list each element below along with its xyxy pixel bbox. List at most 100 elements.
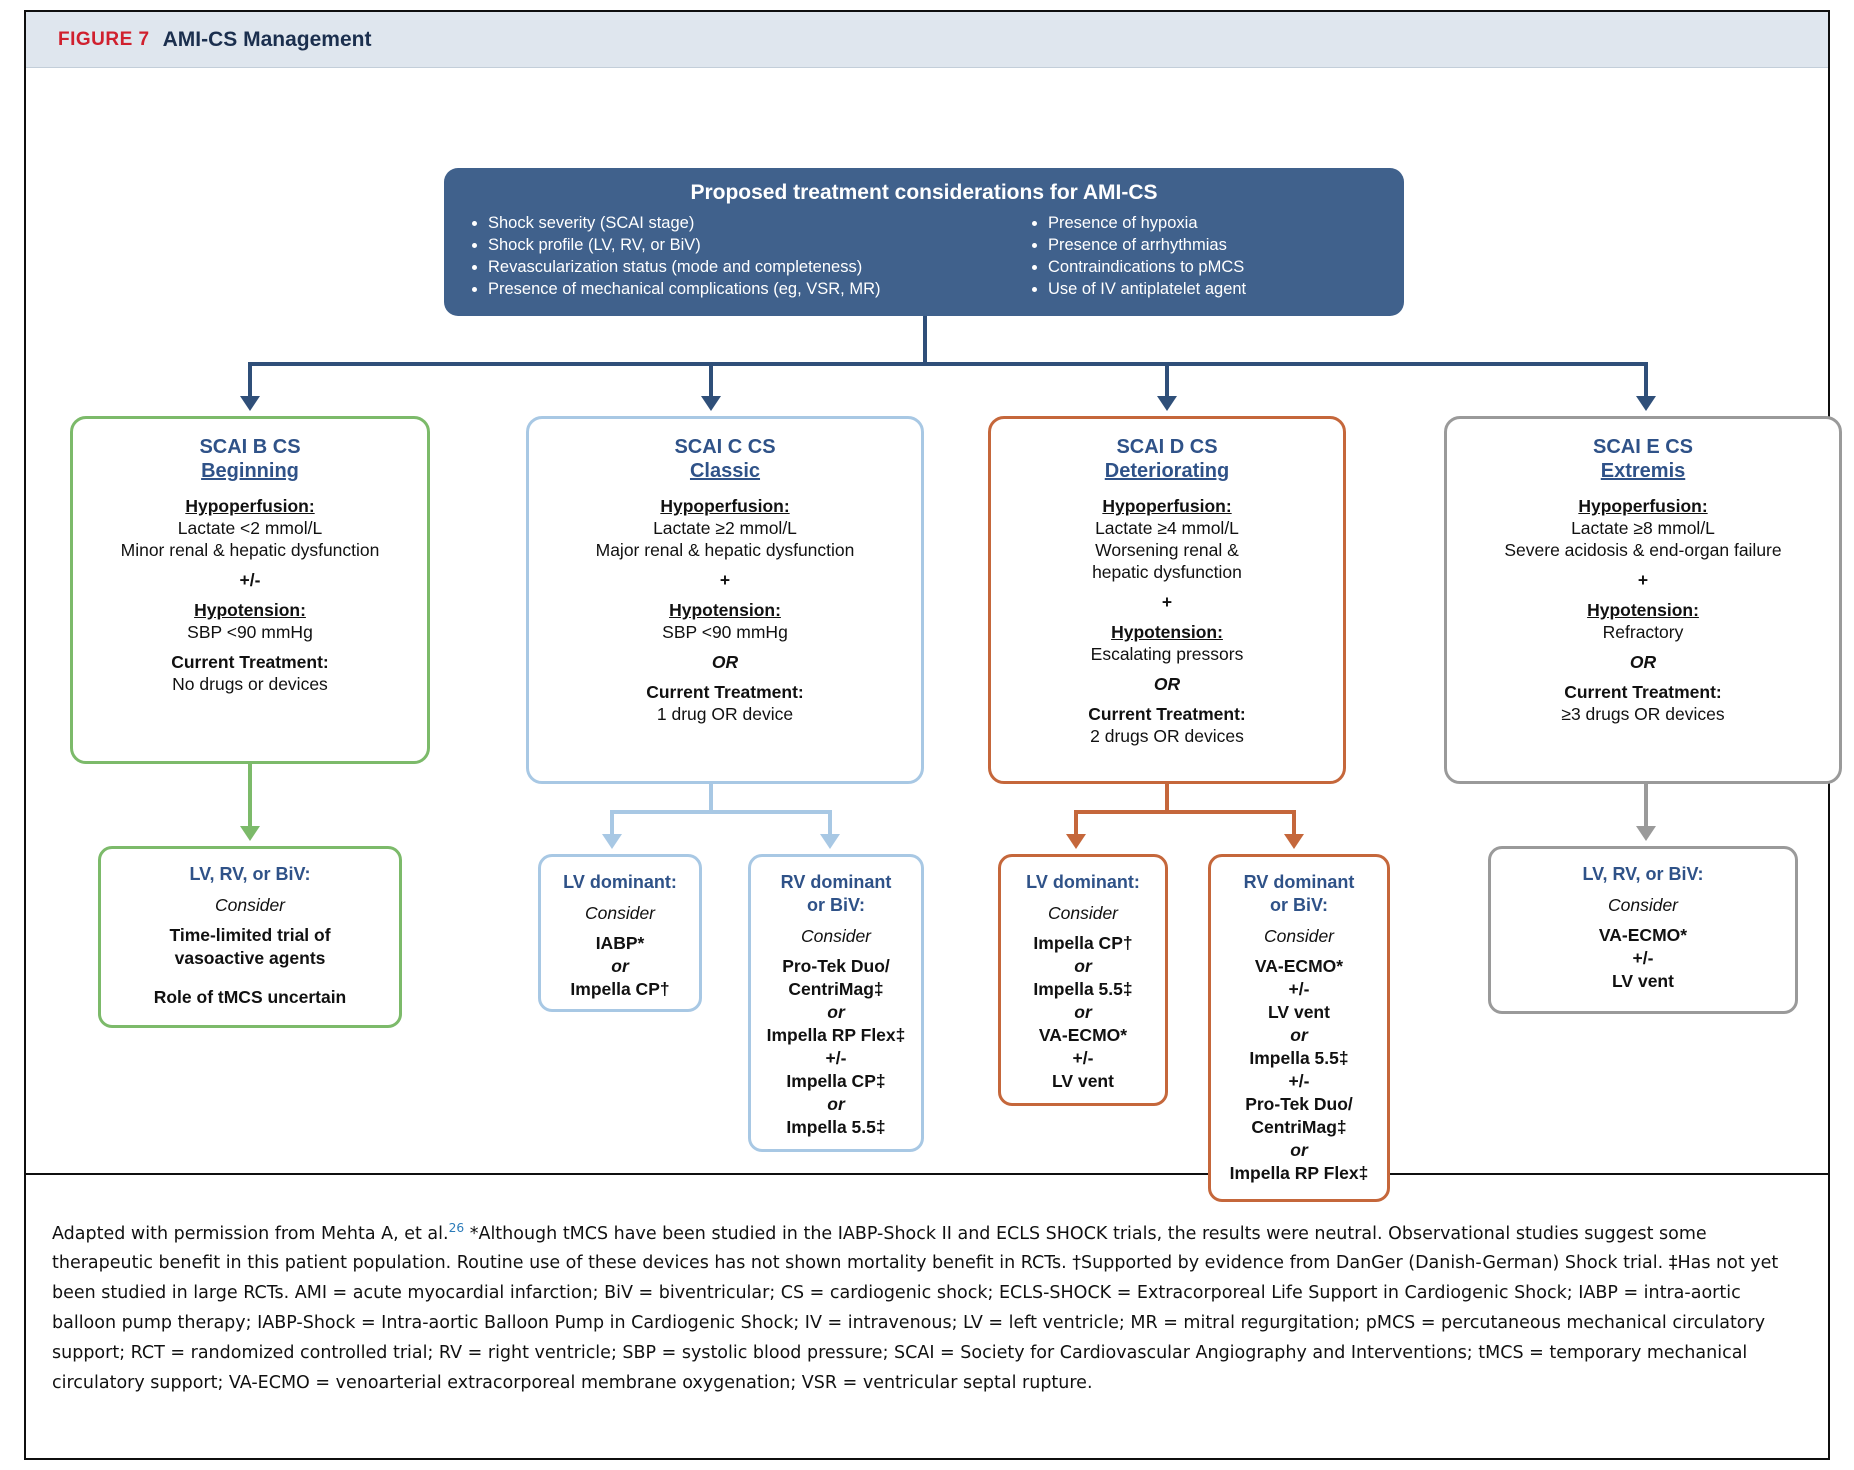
- arrowhead-c: [701, 396, 721, 411]
- scai-c-box: SCAI C CS Classic Hypoperfusion: Lactate…: [526, 416, 924, 784]
- scai-e-hypotension-line1: Refractory: [1602, 622, 1684, 642]
- scai-c-rv-title-2: or BiV:: [806, 895, 865, 915]
- scai-c-connector: +: [719, 570, 731, 590]
- scai-b-title: SCAI B CS: [199, 436, 301, 458]
- scai-c-lv-line-0: IABP*: [595, 933, 645, 953]
- scai-d-box: SCAI D CS Deteriorating Hypoperfusion: L…: [988, 416, 1346, 784]
- connector-c-stem: [709, 784, 713, 814]
- scai-e-connector: +: [1637, 570, 1649, 590]
- scai-e-hypoperfusion-line1: Lactate ≥8 mmol/L: [1571, 518, 1715, 538]
- arrowhead-e: [1636, 396, 1656, 411]
- list-item: Presence of mechanical complications (eg…: [488, 279, 1022, 300]
- list-item: Shock severity (SCAI stage): [488, 213, 1022, 234]
- scai-d-lv-line-2: Impella 5.5‡: [1033, 979, 1133, 999]
- scai-e-hypoperfusion-label: Hypoperfusion:: [1578, 496, 1708, 516]
- scai-b-treatment-line1: No drugs or devices: [172, 674, 328, 694]
- connector-stem-vertical: [923, 316, 927, 366]
- scai-e-subbox-line-2: LV vent: [1612, 971, 1674, 991]
- scai-c-rv-consider: Consider: [800, 926, 872, 946]
- scai-c-lv-title: LV dominant:: [563, 872, 677, 892]
- scai-b-subbox-title: LV, RV, or BiV:: [189, 864, 311, 884]
- bullets-right-column: Presence of hypoxia Presence of arrhythm…: [1022, 213, 1402, 301]
- scai-b-subbox-line-2: Role of tMCS uncertain: [153, 987, 347, 1007]
- arrowhead-b: [240, 396, 260, 411]
- scai-d-rv-line-0: VA-ECMO*: [1254, 956, 1344, 976]
- scai-c-title: SCAI C CS: [674, 436, 776, 458]
- scai-d-subtitle: Deteriorating: [1104, 460, 1230, 482]
- scai-e-subbox: LV, RV, or BiV: Consider VA-ECMO* +/- LV…: [1488, 846, 1798, 1014]
- scai-d-title: SCAI D CS: [1116, 436, 1218, 458]
- scai-c-rv-subbox: RV dominant or BiV: Consider Pro-Tek Duo…: [748, 854, 924, 1152]
- footnote-part2: *Although tMCS have been studied in the …: [52, 1223, 1779, 1394]
- scai-d-rv-line-4: Impella 5.5‡: [1249, 1048, 1349, 1068]
- scai-d-hypoperfusion-line1: Lactate ≥4 mmol/L: [1095, 518, 1239, 538]
- figure-header: FIGURE 7 AMI-CS Management: [26, 12, 1828, 68]
- connector-drop-c: [709, 362, 713, 398]
- list-item: Presence of arrhythmias: [1048, 235, 1402, 256]
- proposed-treatment-title: Proposed treatment considerations for AM…: [690, 181, 1158, 204]
- scai-e-hypotension-label: Hypotension:: [1587, 600, 1699, 620]
- scai-d-rv-line-2: LV vent: [1268, 1002, 1330, 1022]
- scai-c-hypoperfusion-label: Hypoperfusion:: [660, 496, 790, 516]
- scai-c-lv-consider: Consider: [584, 903, 656, 923]
- scai-c-rv-line-7: Impella 5.5‡: [786, 1117, 886, 1137]
- scai-e-subbox-line-0: VA-ECMO*: [1598, 925, 1688, 945]
- page-title: AMI-CS Management: [162, 27, 372, 51]
- scai-b-subbox-consider: Consider: [214, 895, 286, 915]
- connector-c-bus: [610, 810, 832, 814]
- scai-b-box: SCAI B CS Beginning Hypoperfusion: Lacta…: [70, 416, 430, 764]
- scai-e-subbox-line-1: +/-: [1632, 948, 1654, 968]
- scai-c-lv-line-1: or: [611, 956, 629, 976]
- scai-c-lv-subbox: LV dominant: Consider IABP* or Impella C…: [538, 854, 702, 1012]
- scai-d-hypoperfusion-line3: hepatic dysfunction: [1092, 562, 1242, 582]
- scai-e-treatment-label: Current Treatment:: [1564, 682, 1722, 702]
- figure-panel: FIGURE 7 AMI-CS Management Proposed trea…: [24, 10, 1842, 1460]
- scai-b-subbox-line-0: Time-limited trial of: [169, 925, 331, 945]
- connector-d-drop-lv: [1074, 810, 1078, 836]
- scai-c-rv-line-1: CentriMag‡: [788, 979, 884, 999]
- scai-c-rv-line-5: Impella CP‡: [786, 1071, 886, 1091]
- scai-d-lv-line-6: LV vent: [1052, 1071, 1114, 1091]
- scai-e-subtitle: Extremis: [1600, 460, 1686, 482]
- connector-d-drop-rv: [1292, 810, 1296, 836]
- scai-c-or: OR: [711, 652, 739, 672]
- proposed-treatment-box: Proposed treatment considerations for AM…: [444, 168, 1404, 316]
- list-item: Revascularization status (mode and compl…: [488, 257, 1022, 278]
- scai-c-rv-title-1: RV dominant: [780, 872, 892, 892]
- bullets-left-column: Shock severity (SCAI stage) Shock profil…: [462, 213, 1022, 301]
- arrowhead-c-rv: [820, 834, 840, 849]
- scai-b-hypotension-label: Hypotension:: [194, 600, 306, 620]
- scai-d-rv-title-1: RV dominant: [1243, 872, 1355, 892]
- list-item: Contraindications to pMCS: [1048, 257, 1402, 278]
- arrowhead-e-sub: [1636, 826, 1656, 841]
- figure-number: FIGURE 7: [58, 28, 150, 50]
- scai-d-rv-line-9: Impella RP Flex‡: [1229, 1163, 1369, 1183]
- scai-c-rv-line-3: Impella RP Flex‡: [766, 1025, 906, 1045]
- scai-e-hypoperfusion-line2: Severe acidosis & end-organ failure: [1504, 540, 1782, 560]
- scai-d-hypoperfusion-line2: Worsening renal &: [1095, 540, 1239, 560]
- scai-b-subtitle: Beginning: [201, 460, 299, 482]
- scai-d-lv-line-5: +/-: [1072, 1048, 1094, 1068]
- scai-c-rv-line-4: +/-: [825, 1048, 847, 1068]
- arrowhead-d: [1157, 396, 1177, 411]
- scai-c-treatment-label: Current Treatment:: [646, 682, 804, 702]
- scai-d-connector: +: [1161, 592, 1173, 612]
- scai-c-hypoperfusion-line2: Major renal & hepatic dysfunction: [595, 540, 855, 560]
- scai-b-subbox: LV, RV, or BiV: Consider Time-limited tr…: [98, 846, 402, 1028]
- scai-c-rv-line-6: or: [827, 1094, 845, 1114]
- connector-d-bus: [1074, 810, 1296, 814]
- scai-e-title: SCAI E CS: [1592, 436, 1694, 458]
- scai-d-rv-line-5: +/-: [1288, 1071, 1310, 1091]
- scai-c-subtitle: Classic: [689, 460, 761, 482]
- scai-b-treatment-label: Current Treatment:: [171, 652, 329, 672]
- scai-d-treatment-label: Current Treatment:: [1088, 704, 1246, 724]
- footnote-section: Adapted with permission from Mehta A, et…: [26, 1173, 1828, 1426]
- scai-d-rv-line-1: +/-: [1288, 979, 1310, 999]
- scai-c-lv-line-2: Impella CP†: [570, 979, 670, 999]
- connector-b-to-sub: [248, 764, 252, 828]
- scai-d-or: OR: [1153, 674, 1181, 694]
- scai-b-hypoperfusion-line1: Lactate <2 mmol/L: [177, 518, 323, 538]
- scai-e-subbox-title: LV, RV, or BiV:: [1582, 864, 1704, 884]
- scai-d-treatment-line1: 2 drugs OR devices: [1090, 726, 1244, 746]
- scai-e-box: SCAI E CS Extremis Hypoperfusion: Lactat…: [1444, 416, 1842, 784]
